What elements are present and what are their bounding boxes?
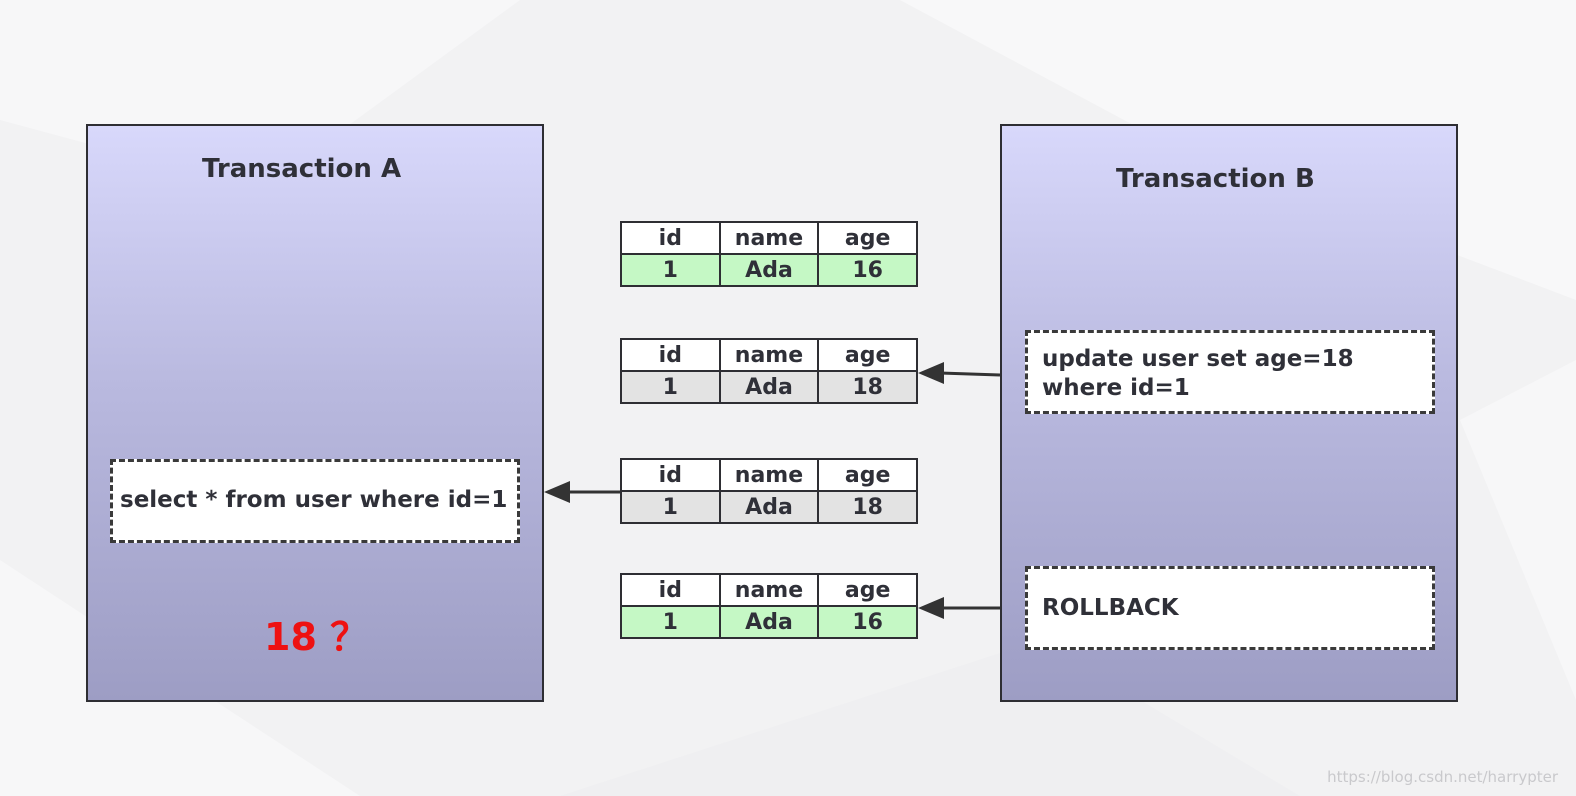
- header-age: age: [817, 458, 918, 492]
- header-id: id: [620, 458, 721, 492]
- table-state-read-by-a: id name age 1 Ada 18: [620, 458, 918, 524]
- table-header-row: id name age: [620, 338, 918, 372]
- cell-id: 1: [620, 490, 721, 524]
- transaction-b-title: Transaction B: [1116, 164, 1315, 194]
- cell-name: Ada: [718, 605, 820, 639]
- table-row: 1 Ada 16: [620, 253, 918, 287]
- cell-age: 16: [817, 605, 918, 639]
- table-state-after-rollback: id name age 1 Ada 16: [620, 573, 918, 639]
- table-header-row: id name age: [620, 221, 918, 255]
- header-age: age: [817, 573, 918, 607]
- header-name: name: [718, 458, 820, 492]
- rollback-statement-box: ROLLBACK: [1025, 566, 1435, 650]
- cell-name: Ada: [718, 253, 820, 287]
- dirty-read-result: 18 ？: [264, 615, 369, 659]
- header-age: age: [817, 338, 918, 372]
- table-state-after-update: id name age 1 Ada 18: [620, 338, 918, 404]
- watermark: https://blog.csdn.net/harrypter: [1327, 768, 1558, 786]
- cell-id: 1: [620, 605, 721, 639]
- update-statement-text: update user set age=18 where id=1: [1042, 346, 1354, 401]
- cell-id: 1: [620, 370, 721, 404]
- header-age: age: [817, 221, 918, 255]
- table-header-row: id name age: [620, 573, 918, 607]
- table-row: 1 Ada 18: [620, 370, 918, 404]
- cell-name: Ada: [718, 370, 820, 404]
- table-row: 1 Ada 16: [620, 605, 918, 639]
- select-query-text: select * from user where id=1: [120, 487, 508, 513]
- cell-age: 18: [817, 370, 918, 404]
- table-state-initial: id name age 1 Ada 16: [620, 221, 918, 287]
- header-id: id: [620, 338, 721, 372]
- header-name: name: [718, 573, 820, 607]
- cell-id: 1: [620, 253, 721, 287]
- update-statement-box: update user set age=18 where id=1: [1025, 330, 1435, 414]
- header-id: id: [620, 573, 721, 607]
- table-header-row: id name age: [620, 458, 918, 492]
- header-name: name: [718, 221, 820, 255]
- header-name: name: [718, 338, 820, 372]
- header-id: id: [620, 221, 721, 255]
- transaction-a-panel: Transaction A: [86, 124, 544, 702]
- cell-age: 16: [817, 253, 918, 287]
- cell-age: 18: [817, 490, 918, 524]
- cell-name: Ada: [718, 490, 820, 524]
- table-row: 1 Ada 18: [620, 490, 918, 524]
- rollback-statement-text: ROLLBACK: [1042, 595, 1179, 621]
- select-query-box: select * from user where id=1: [110, 459, 520, 543]
- transaction-a-title: Transaction A: [202, 154, 402, 184]
